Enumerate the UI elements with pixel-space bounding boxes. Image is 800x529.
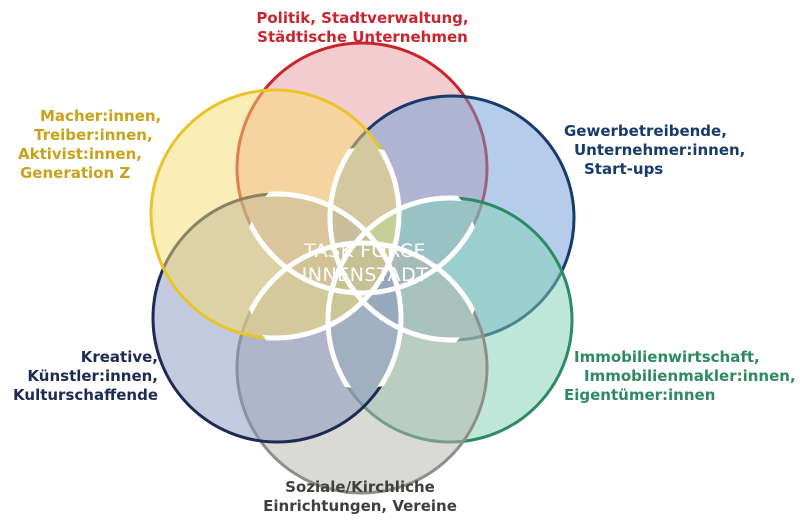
label-immobilien-line-1: Immobilienwirtschaft, xyxy=(574,348,760,366)
label-kreative: Kreative, Künstler:innen, Kulturschaffen… xyxy=(0,348,158,405)
label-kreative-line-2: Künstler:innen, xyxy=(27,367,158,385)
label-immobilien: Immobilienwirtschaft, Immobilienmakler:i… xyxy=(564,348,796,405)
inner-arc-gewerbe xyxy=(327,148,482,343)
label-macher-line-2: Treiber:innen, xyxy=(34,126,153,144)
label-politik: Politik, Stadtverwaltung, Städtische Unt… xyxy=(240,9,485,47)
label-kreative-line-3: Kulturschaffende xyxy=(13,386,158,404)
label-soziales-line-1: Soziale/Kirchliche xyxy=(285,478,435,496)
label-politik-line-2: Städtische Unternehmen xyxy=(257,28,468,46)
label-gewerbe: Gewerbetreibende, Unternehmer:innen, Sta… xyxy=(564,122,745,179)
center-title: TASK FORCE INNENSTADT xyxy=(270,239,460,287)
label-immobilien-line-3: Eigentümer:innen xyxy=(564,386,716,404)
label-gewerbe-line-3: Start-ups xyxy=(584,160,664,178)
inner-arc-macher xyxy=(242,148,402,341)
center-title-line-1: TASK FORCE xyxy=(303,240,427,262)
inner-arc-kreative xyxy=(242,191,404,388)
center-title-line-2: INNENSTADT xyxy=(301,264,429,286)
label-immobilien-line-2: Immobilienmakler:innen, xyxy=(584,367,796,385)
label-macher-line-1: Macher:innen, xyxy=(40,107,162,125)
label-soziales: Soziale/Kirchliche Einrichtungen, Verein… xyxy=(240,478,480,516)
inner-arc-soziales xyxy=(242,240,482,388)
label-macher-line-3: Aktivist:innen, xyxy=(18,145,142,163)
label-gewerbe-line-1: Gewerbetreibende, xyxy=(564,122,727,140)
label-macher: Macher:innen, Treiber:innen, Aktivist:in… xyxy=(18,107,161,183)
label-macher-line-4: Generation Z xyxy=(20,164,131,182)
label-politik-line-1: Politik, Stadtverwaltung, xyxy=(256,9,469,27)
inner-arc-immobilien xyxy=(325,195,482,388)
label-soziales-line-2: Einrichtungen, Vereine xyxy=(263,497,457,515)
label-gewerbe-line-2: Unternehmer:innen, xyxy=(574,141,746,159)
inner-arc-politik xyxy=(242,148,482,296)
label-kreative-line-1: Kreative, xyxy=(80,348,158,366)
